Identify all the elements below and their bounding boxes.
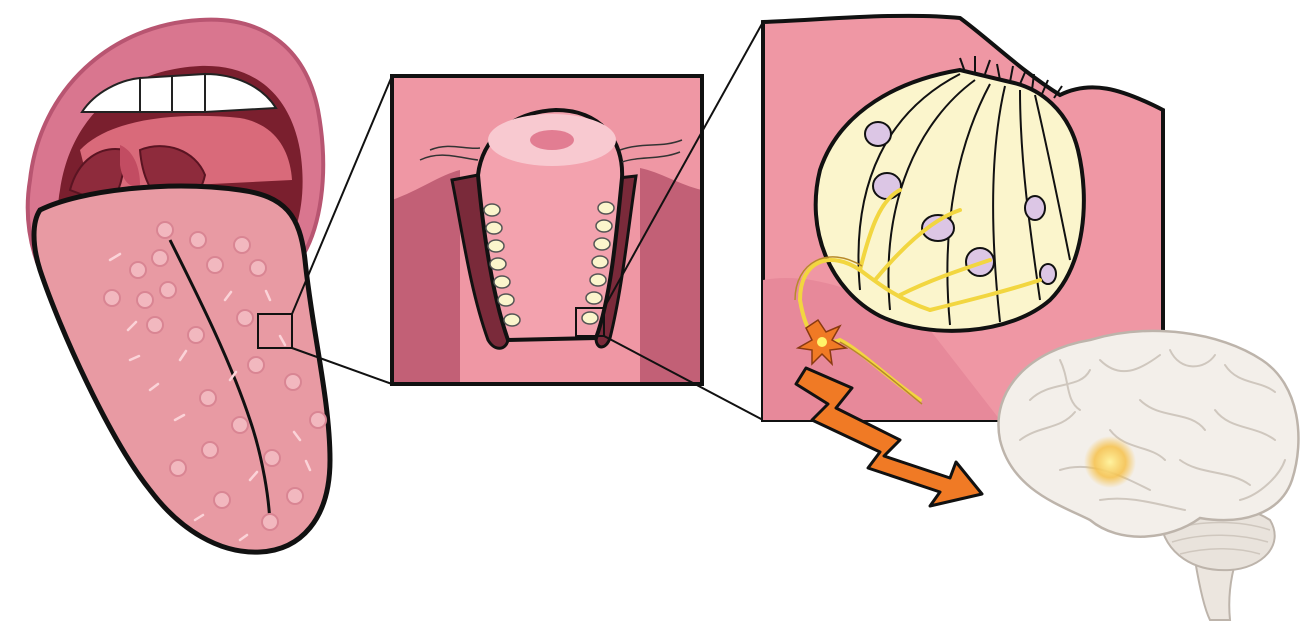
brain-panel <box>998 331 1298 620</box>
mouth-panel <box>28 20 330 552</box>
gustatory-cortex-highlight <box>1084 436 1136 488</box>
spark-core <box>817 337 827 347</box>
papilla-pore <box>530 130 574 150</box>
tongue <box>34 186 330 552</box>
papilla-panel <box>392 76 702 384</box>
